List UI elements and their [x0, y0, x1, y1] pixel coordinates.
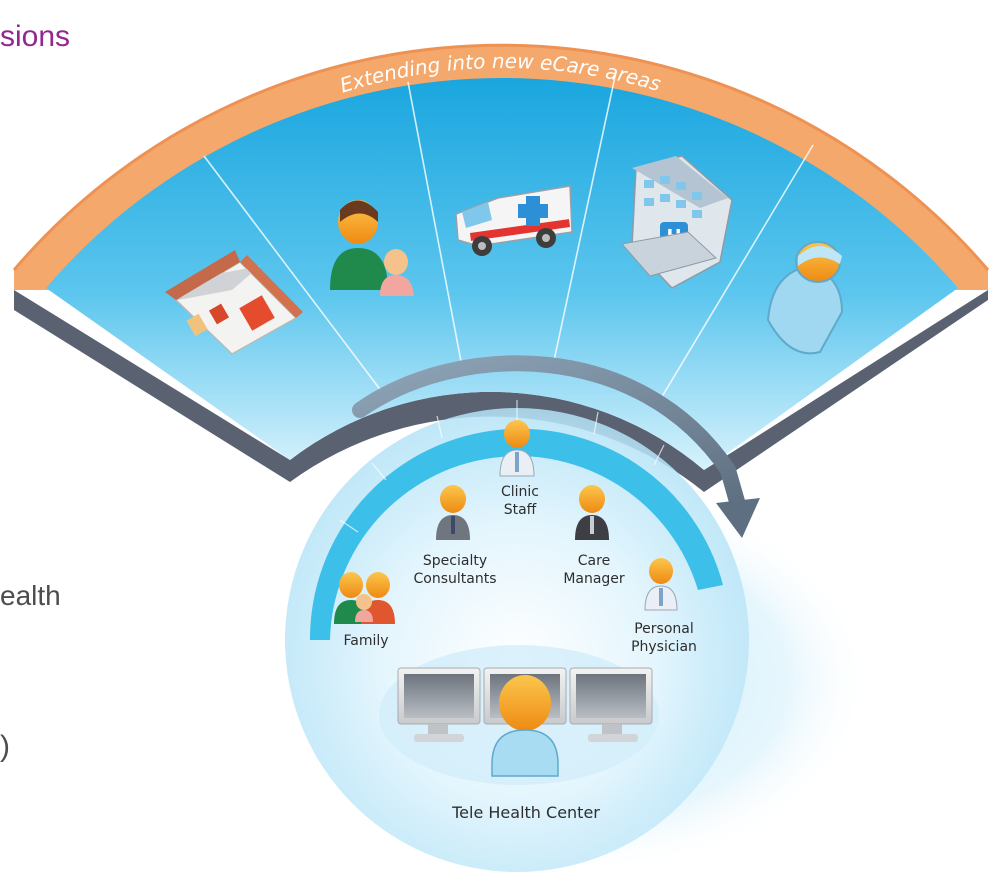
patient-icon — [766, 241, 844, 355]
monitor-left — [397, 667, 481, 742]
care-manager-label-1: Care — [578, 553, 610, 569]
fan-steel-base — [14, 290, 988, 492]
operator-figure — [491, 675, 559, 777]
care-manager-label-2: Manager — [563, 571, 625, 587]
rotation-arrow — [352, 355, 746, 513]
clinic-staff-figure — [499, 420, 535, 477]
family-label: Family — [343, 633, 388, 649]
specialty-consultants-label-1: Specialty — [423, 553, 487, 569]
bullet-fragment-paren: ) — [0, 730, 10, 763]
rotation-arrow-head — [716, 498, 760, 538]
inner-dome — [285, 408, 749, 872]
center-label: Tele Health Center — [451, 803, 600, 822]
title-fragment: sions — [0, 20, 71, 53]
inner-strip — [309, 428, 723, 640]
family-figure — [334, 572, 395, 624]
house-icon — [165, 250, 303, 355]
monitor-right — [569, 667, 653, 742]
mother-child-icon — [330, 200, 414, 296]
bullet-fragment-health: ealth — [0, 580, 61, 611]
fan-sky-region — [46, 77, 958, 470]
personal-physician-label-1: Personal — [634, 621, 694, 637]
clinic-staff-label-1: Clinic — [501, 484, 539, 500]
personal-physician-figure — [644, 558, 678, 611]
care-manager-figure — [575, 485, 609, 540]
clinic-staff-label-2: Staff — [504, 502, 537, 518]
hospital-icon: H — [621, 155, 733, 289]
specialty-consultants-figure — [436, 485, 470, 540]
personal-physician-label-2: Physician — [631, 639, 697, 655]
specialty-consultants-label-2: Consultants — [414, 571, 497, 587]
ambulance-icon — [455, 185, 573, 256]
fan-segment-dividers — [203, 71, 814, 401]
